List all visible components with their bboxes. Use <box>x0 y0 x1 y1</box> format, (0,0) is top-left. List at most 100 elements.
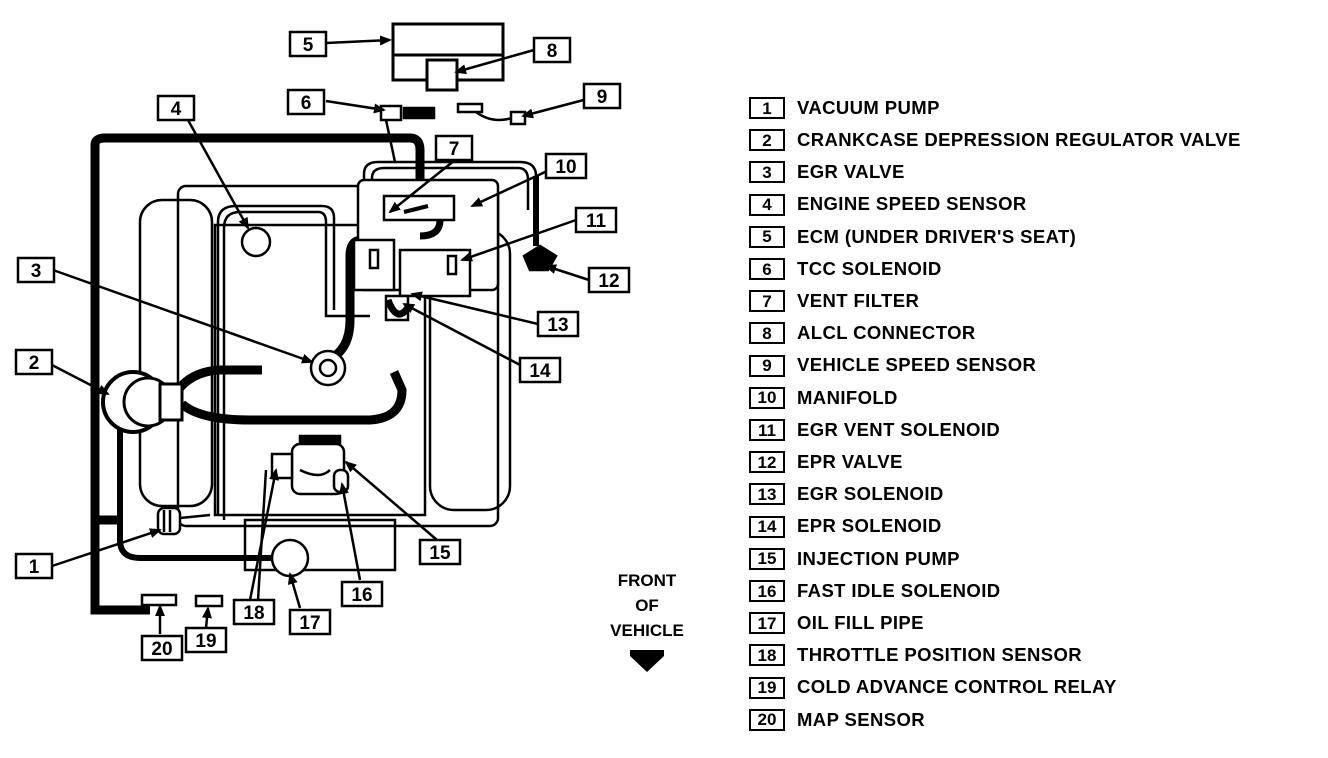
callout-16: 16 <box>340 580 384 608</box>
injection-pump-part <box>270 434 350 496</box>
callout-7: 7 <box>434 134 474 162</box>
svg-text:11: 11 <box>586 211 607 232</box>
legend-label: EPR SOLENOID <box>797 515 942 537</box>
legend-label: EGR SOLENOID <box>797 483 944 505</box>
callout-10: 10 <box>544 152 588 180</box>
legend-label: TCC SOLENOID <box>797 257 942 279</box>
callout-9: 9 <box>582 82 622 110</box>
callout-8: 8 <box>532 36 572 64</box>
svg-text:17: 17 <box>299 613 320 634</box>
legend-number-box: 2 <box>749 129 785 152</box>
legend-item-18: 18 THROTTLE POSITION SENSOR <box>749 642 1082 668</box>
svg-text:10: 10 <box>555 157 576 178</box>
legend-number-box: 4 <box>749 193 785 216</box>
legend-label: MANIFOLD <box>797 386 898 408</box>
callout-5: 5 <box>288 30 328 58</box>
legend-number-box: 5 <box>749 225 785 248</box>
legend-label: MAP SENSOR <box>797 708 926 730</box>
legend-number-box: 13 <box>749 483 785 506</box>
callout-14: 14 <box>518 356 562 384</box>
callout-20: 20 <box>140 634 184 662</box>
legend-item-12: 12 EPR VALVE <box>749 449 903 475</box>
callout-19: 19 <box>184 626 228 654</box>
svg-text:7: 7 <box>449 139 460 160</box>
legend-item-9: 9 VEHICLE SPEED SENSOR <box>749 353 1036 379</box>
svg-text:13: 13 <box>547 315 568 336</box>
legend-number-box: 18 <box>749 644 785 667</box>
legend-label: OIL FILL PIPE <box>797 611 924 633</box>
vacuum-pump-part <box>156 506 182 536</box>
legend-label: VEHICLE SPEED SENSOR <box>797 354 1037 376</box>
legend-number-box: 17 <box>749 612 785 635</box>
front-of-vehicle-indicator: FRONT OF VEHICLE <box>610 571 684 672</box>
return-line <box>117 430 282 561</box>
legend-item-6: 6 TCC SOLENOID <box>749 256 942 282</box>
callout-18: 18 <box>232 598 276 626</box>
callout-6: 6 <box>286 88 326 116</box>
egr-valve-part <box>309 349 347 387</box>
legend-number-box: 1 <box>749 97 785 119</box>
svg-text:16: 16 <box>351 585 372 606</box>
tcc-solenoid-part <box>379 104 436 122</box>
svg-text:9: 9 <box>597 87 608 108</box>
legend-label: VENT FILTER <box>797 289 920 311</box>
arrow-down-icon <box>630 650 664 672</box>
svg-text:5: 5 <box>303 35 314 56</box>
svg-text:2: 2 <box>29 353 40 374</box>
legend-number-box: 12 <box>749 451 785 474</box>
vehicle-speed-sensor-part <box>456 102 527 126</box>
legend-number-box: 3 <box>749 161 785 184</box>
svg-text:12: 12 <box>598 271 619 292</box>
legend-number-box: 16 <box>749 580 785 602</box>
legend-item-7: 7 VENT FILTER <box>749 288 919 314</box>
callout-3: 3 <box>16 256 56 284</box>
legend-number-box: 11 <box>749 419 785 441</box>
svg-text:6: 6 <box>301 93 312 114</box>
svg-text:18: 18 <box>243 603 264 624</box>
legend-label: CRANKCASE DEPRESSION REGULATOR VALVE <box>797 128 1241 150</box>
svg-text:15: 15 <box>429 543 451 564</box>
legend-item-3: 3 EGR VALVE <box>749 159 905 185</box>
legend-label: THROTTLE POSITION SENSOR <box>797 644 1083 666</box>
callout-17: 17 <box>288 608 332 636</box>
vent-filter-hose <box>419 219 444 240</box>
svg-text:1: 1 <box>29 557 40 578</box>
cold-advance-relay-part <box>194 594 224 608</box>
legend-number-box: 7 <box>749 290 785 313</box>
callout-leaders <box>49 35 596 634</box>
legend-label: EGR VENT SOLENOID <box>797 418 1001 440</box>
engine-component-diagram: 5 8 6 9 4 7 10 11 3 12 13 2 <box>14 22 684 672</box>
svg-text:8: 8 <box>547 41 558 62</box>
legend-number-box: 10 <box>749 386 785 409</box>
callout-2: 2 <box>14 348 54 376</box>
vacuum-hose-lower <box>90 520 150 615</box>
front-label-line-3: VEHICLE <box>610 621 684 640</box>
legend-label: EPR VALVE <box>797 450 903 472</box>
engine-speed-sensor-part <box>240 226 272 258</box>
front-label-line-2: OF <box>635 596 659 615</box>
legend-item-4: 4 ENGINE SPEED SENSOR <box>749 192 1027 218</box>
legend-label: EGR VALVE <box>797 161 905 183</box>
legend-item-17: 17 OIL FILL PIPE <box>749 610 924 636</box>
svg-text:3: 3 <box>31 261 42 282</box>
legend-number-box: 15 <box>749 547 785 570</box>
oil-fill-pipe-part <box>270 538 310 578</box>
legend-item-13: 13 EGR SOLENOID <box>749 481 944 507</box>
front-label-line-1: FRONT <box>618 571 677 590</box>
callout-13: 13 <box>536 310 580 338</box>
legend-item-2: 2 CRANKCASE DEPRESSION REGULATOR VALVE <box>749 127 1241 153</box>
legend-number-box: 6 <box>749 258 785 280</box>
svg-text:4: 4 <box>171 99 182 120</box>
legend-label: ENGINE SPEED SENSOR <box>797 193 1027 215</box>
callout-15: 15 <box>418 538 462 566</box>
legend-number-box: 9 <box>749 354 785 377</box>
vacuum-lines <box>159 119 538 522</box>
callout-12: 12 <box>587 266 631 294</box>
